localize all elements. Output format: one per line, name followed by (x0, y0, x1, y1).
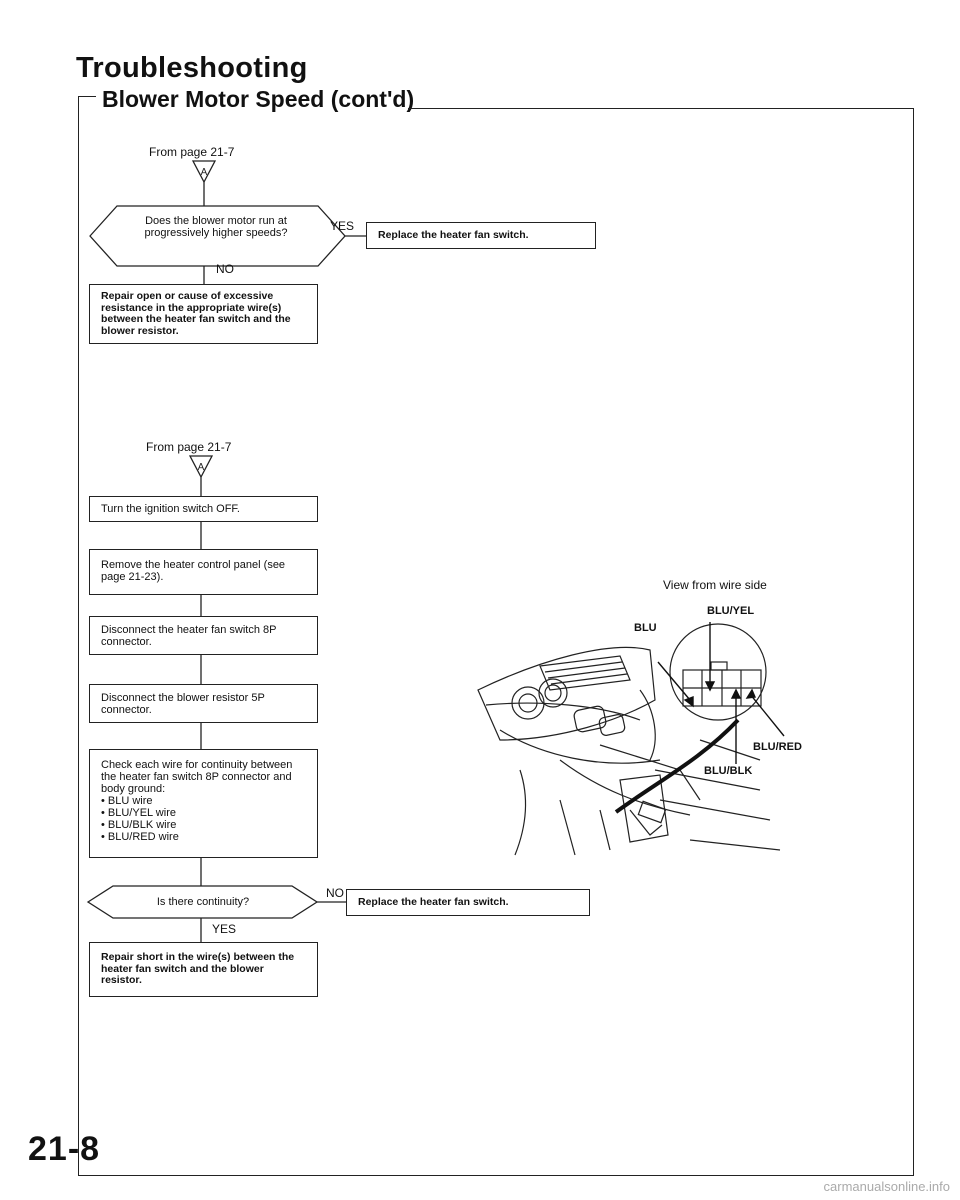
decision-text: Does the blower motor run at progressive… (144, 215, 288, 239)
step-box: Disconnect the heater fan switch 8P conn… (89, 616, 318, 655)
wire-pointers (657, 622, 785, 764)
content-frame (78, 108, 914, 1176)
connector-letter: A (201, 167, 208, 178)
connector-a-icon (191, 160, 217, 184)
no-label: NO (326, 886, 344, 900)
from-page-label: From page 21-7 (149, 145, 235, 159)
wire-label-blu-yel: BLU/YEL (707, 605, 755, 617)
check-item: • BLU/RED wire (101, 831, 179, 843)
section-title: Blower Motor Speed (cont'd) (102, 86, 415, 112)
connector-a-icon (188, 455, 214, 479)
frame-divider (78, 96, 79, 110)
check-intro: Check each wire for continuity between t… (101, 759, 293, 795)
connector-detail (669, 623, 767, 721)
action-box: Replace the heater fan switch. (366, 222, 596, 249)
illustration-caption: View from wire side (663, 578, 767, 592)
step-box: Disconnect the blower resistor 5P connec… (89, 684, 318, 723)
watermark: carmanualsonline.info (823, 1179, 950, 1194)
check-box: Check each wire for continuity between t… (89, 749, 318, 858)
wire-label-blu-blk: BLU/BLK (704, 765, 753, 777)
page-title: Troubleshooting (76, 52, 308, 84)
frame-divider (78, 96, 96, 97)
yes-label: YES (212, 922, 237, 936)
check-item: • BLU/BLK wire (101, 819, 177, 831)
step-box: Turn the ignition switch OFF. (89, 496, 318, 522)
dashboard-illustration (477, 646, 781, 856)
wire-label-blu-red: BLU/RED (753, 741, 802, 753)
action-box: Repair open or cause of excessive resist… (89, 284, 318, 344)
decision-text: Is there continuity? (156, 896, 250, 908)
check-item: • BLU/YEL wire (101, 807, 176, 819)
yes-label: YES (330, 219, 355, 233)
from-page-label: From page 21-7 (146, 440, 232, 454)
action-box: Replace the heater fan switch. (346, 889, 590, 916)
connector-letter: A (198, 462, 205, 473)
step-box: Remove the heater control panel (see pag… (89, 549, 318, 595)
harness-cable (614, 718, 740, 814)
no-label: NO (216, 262, 234, 276)
wire-label-blu: BLU (634, 622, 657, 634)
page-number: 21-8 (28, 1130, 101, 1168)
frame-divider (408, 108, 914, 109)
check-item: • BLU wire (101, 795, 153, 807)
action-box: Repair short in the wire(s) between the … (89, 942, 318, 997)
